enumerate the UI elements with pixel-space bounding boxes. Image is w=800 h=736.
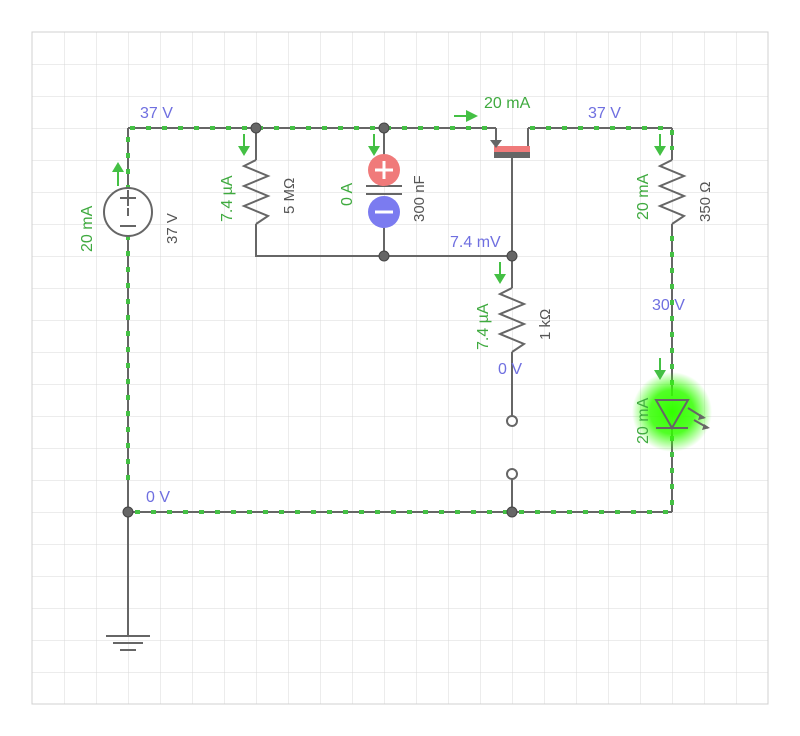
voltage-top-right: 37 V [588, 105, 621, 122]
cap-current-label: 0 A [339, 183, 356, 206]
resistor-1k[interactable] [497, 287, 527, 353]
capacitor-300nf[interactable] [366, 154, 402, 228]
voltage-r1k-bottom: 0 V [498, 361, 522, 378]
current-arrow-icon [238, 146, 250, 156]
resistor-5m[interactable] [241, 159, 271, 225]
r1k-current-label: 7.4 µA [475, 303, 492, 350]
cap-value-label: 300 nF [411, 175, 428, 222]
current-arrow-icon [112, 162, 124, 172]
voltage-ground-rail: 0 V [146, 489, 170, 506]
current-arrow-icon [494, 274, 506, 284]
switch[interactable] [506, 415, 518, 480]
r5m-value-label: 5 MΩ [281, 178, 298, 214]
current-arrow-icon [368, 146, 380, 156]
source-value-label: 37 V [164, 213, 181, 244]
voltage-mid-node: 7.4 mV [450, 234, 501, 251]
ground-icon [106, 635, 150, 651]
current-arrow-icon [654, 370, 666, 380]
source-current-label: 20 mA [79, 205, 96, 252]
r350-value-label: 350 Ω [697, 182, 714, 222]
current-arrow-icon [466, 110, 478, 122]
voltage-top-left: 37 V [140, 105, 173, 122]
transistor-current-label: 20 mA [484, 95, 531, 112]
current-arrow-icon [654, 146, 666, 156]
r1k-value-label: 1 kΩ [537, 309, 554, 340]
led-current-label: 20 mA [635, 397, 652, 444]
voltage-source[interactable] [103, 162, 153, 237]
junction-nodes [122, 122, 518, 518]
transistor[interactable] [490, 128, 530, 158]
led[interactable] [632, 372, 712, 452]
voltage-led-top: 30 V [652, 297, 685, 314]
current-flow [126, 126, 674, 514]
r350-current-label: 20 mA [635, 173, 652, 220]
grid-background [31, 31, 769, 705]
r5m-current-label: 7.4 µA [219, 175, 236, 222]
resistor-350[interactable] [657, 159, 687, 225]
